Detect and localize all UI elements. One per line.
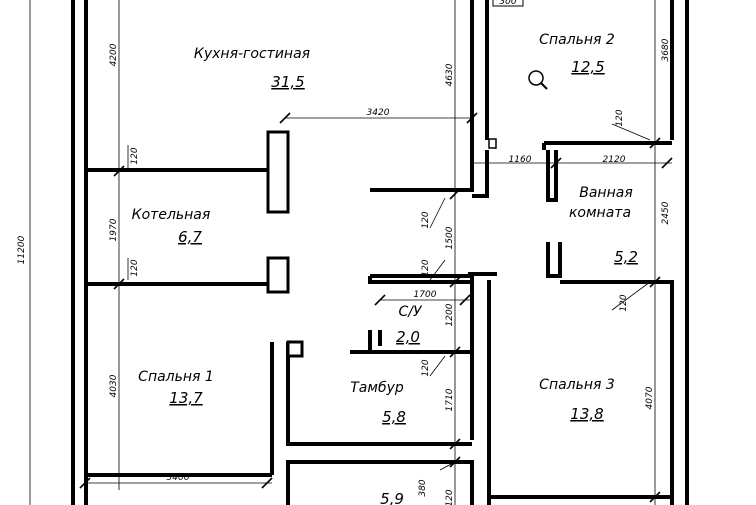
vestibule-door-stub	[286, 340, 304, 358]
dim-porch-380: 380	[418, 479, 428, 496]
bath-left-wall-bottom	[546, 242, 562, 278]
bath-left-wall-top	[546, 150, 558, 202]
dim-wall-120-d: 120	[421, 259, 431, 276]
wall-stub	[488, 138, 497, 149]
room-wc-name: С/У	[398, 304, 422, 320]
corridor-wall	[472, 150, 489, 198]
boiler-bottom-pier	[266, 256, 290, 294]
dim-wall-120-f: 120	[619, 294, 629, 311]
dimension-labels: 11200 4200 4630 3420 120 120 1970 120 15…	[17, 0, 671, 505]
dimension-lines	[29, 0, 673, 505]
dim-bedroom3-height: 4070	[645, 386, 655, 409]
dim-wc-height: 1200	[445, 303, 455, 326]
porch-walls	[286, 460, 474, 505]
room-porch-area: 5,9	[380, 490, 404, 505]
dim-wc-width: 1700	[414, 290, 437, 300]
room-bedroom1-area: 13,7	[169, 389, 203, 407]
room-bedroom3-area: 13,8	[570, 405, 603, 423]
room-bedroom2-name: Спальня 2	[539, 32, 615, 48]
dim-bedroom2-height: 3680	[661, 38, 671, 61]
dim-wall-120-g: 120	[421, 359, 431, 376]
room-bedroom3-name: Спальня 3	[539, 377, 615, 393]
room-boiler-name: Котельная	[132, 207, 211, 223]
dim-kitchen-height-right: 4630	[445, 63, 455, 86]
room-bathroom-name-line2: комната	[569, 205, 631, 221]
room-boiler-area: 6,7	[178, 228, 202, 246]
vestibule-left-bottom-wall	[286, 342, 472, 446]
dim-bedroom1-height: 4030	[109, 374, 119, 397]
dim-overall-height: 11200	[17, 235, 27, 264]
room-bathroom-name-line1: Ванная	[579, 185, 633, 201]
room-kitchen-area: 31,5	[271, 73, 304, 91]
dim-kitchen-height-left: 4200	[109, 43, 119, 66]
dim-wall-120-e: 120	[615, 109, 625, 126]
dim-top-partial: 300	[499, 0, 516, 7]
room-kitchen-name: Кухня-гостиная	[194, 46, 310, 62]
wc-top-wall-inner	[368, 276, 470, 284]
dim-boiler-height: 1970	[109, 218, 119, 241]
walls	[71, 0, 689, 505]
room-labels: Кухня-гостиная 31,5 Спальня 2 12,5 Котел…	[132, 32, 638, 505]
dim-bathroom-height: 2450	[661, 201, 671, 224]
dim-bathroom-width: 2120	[603, 155, 626, 165]
dim-bedroom1-width: 3400	[167, 473, 190, 483]
dim-corridor-1500: 1500	[445, 226, 455, 249]
room-wc-area: 2,0	[396, 328, 420, 346]
room-bedroom2-area: 12,5	[571, 58, 604, 76]
room-vestibule-area: 5,8	[382, 408, 406, 426]
boiler-wall-pier	[266, 130, 290, 214]
dim-kitchen-width: 3420	[367, 108, 390, 118]
room-bedroom1-name: Спальня 1	[138, 369, 214, 385]
dim-porch-bottom: 120	[445, 489, 455, 505]
room-bathroom-area: 5,2	[614, 248, 638, 266]
magnifier-icon[interactable]	[528, 70, 548, 90]
wc-top-wall	[370, 272, 497, 278]
dim-vestibule-height: 1710	[445, 388, 455, 411]
dim-wall-120-c: 120	[421, 211, 431, 228]
top-dim-box	[492, 0, 524, 7]
dim-wall-120-b: 120	[130, 259, 140, 276]
dim-corridor-1160: 1160	[509, 155, 532, 165]
room-vestibule-name: Тамбур	[350, 380, 404, 396]
dim-wall-120-a: 120	[130, 147, 140, 164]
kitchen-right-wall	[370, 0, 474, 192]
